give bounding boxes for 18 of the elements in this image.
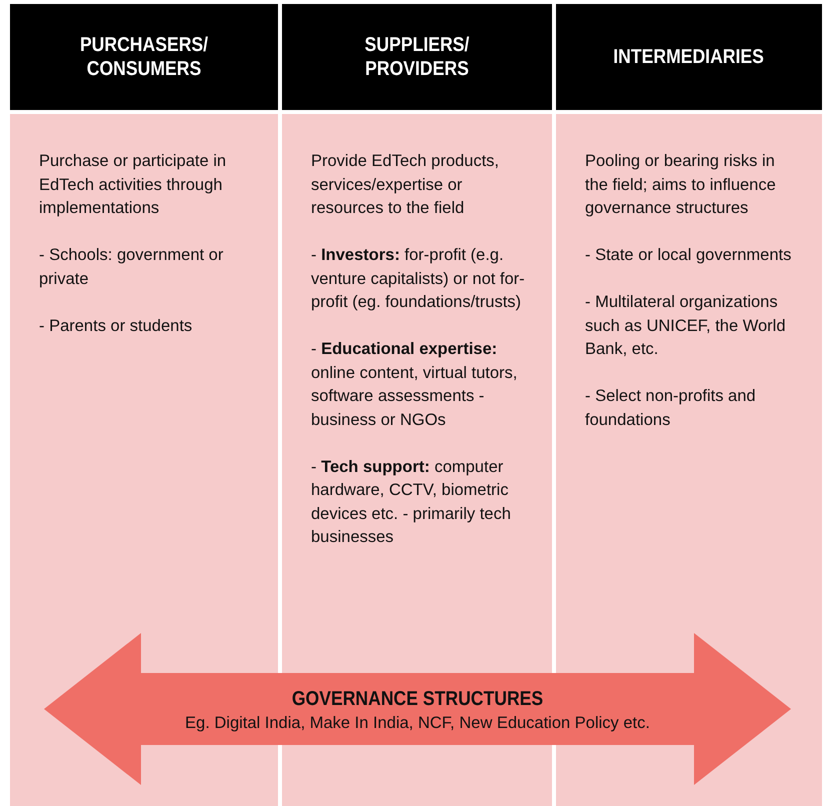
- bullet-text: - Investors: for-profit (e.g. venture capitalists) or not for-profit (eg. foundations/trusts): [311, 245, 526, 313]
- description-text: Provide EdTech products, services/expertise or resources to the field: [311, 151, 500, 219]
- arrow-text: Eg. Digital India, Make In India, NCF, New Education Policy etc.: [184, 714, 651, 733]
- bullet-text: - Educational expertise: online content, virtual tutors, software assessments - business or NGOs: [311, 339, 518, 430]
- bullet-text: - Tech support: computer hardware, CCTV, biometric devices etc. - primarily tech businesses: [311, 456, 512, 548]
- bullet-text: - State or local governments: [585, 245, 792, 266]
- bullet-text: - Select non-profits and foundations: [585, 386, 757, 430]
- arrow: [692, 633, 791, 785]
- bullet-text: - Parents or students: [39, 316, 194, 336]
- arrow-title: GOVERNANCE STRUCTURES: [290, 688, 544, 711]
- column-header: SUPPLIERS/ PROVIDERS: [282, 4, 552, 110]
- bullet-text: - Multilateral organizations such as UNICEF, the World Bank, etc.: [585, 292, 787, 360]
- arrow: [44, 633, 143, 785]
- column-header: PURCHASERS/ CONSUMERS: [10, 4, 278, 110]
- column-header: INTERMEDIARIES: [556, 4, 822, 110]
- description-text: Pooling or bearing risks in the field; aims to influence governance structures: [585, 151, 777, 219]
- bullet-text: - Schools: government or private: [39, 245, 224, 290]
- description-text: Purchase or participate in EdTech activities through implementations: [39, 151, 228, 219]
